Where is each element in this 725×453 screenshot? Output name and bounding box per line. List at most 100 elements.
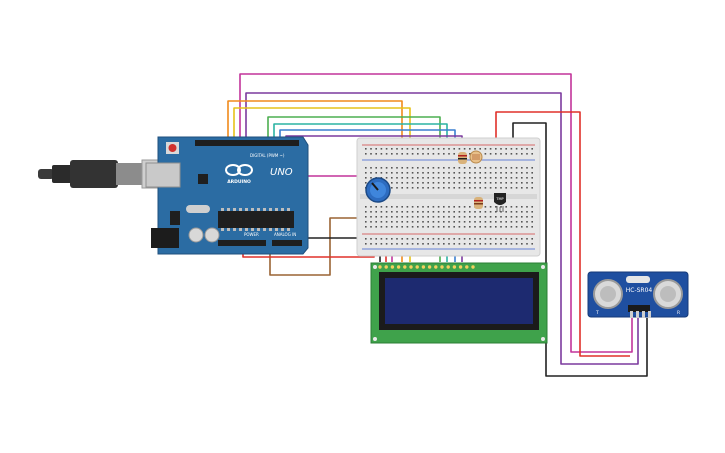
- breadboard-hole: [484, 182, 487, 184]
- breadboard-hole: [489, 206, 492, 208]
- breadboard-hole: [515, 148, 518, 150]
- breadboard-hole: [510, 172, 513, 174]
- breadboard-hole: [417, 238, 419, 240]
- breadboard-hole: [401, 216, 403, 218]
- breadboard-hole: [469, 187, 471, 189]
- breadboard-hole: [448, 226, 450, 228]
- breadboard-hole: [396, 167, 398, 169]
- breadboard-hole: [510, 226, 513, 228]
- breadboard-hole: [458, 216, 461, 218]
- breadboard-hole: [479, 211, 481, 213]
- breadboard-hole: [417, 187, 419, 189]
- breadboard-hole: [417, 182, 419, 184]
- breadboard-hole: [448, 221, 450, 223]
- breadboard-hole: [422, 172, 424, 174]
- breadboard-hole: [365, 177, 367, 179]
- breadboard-hole: [443, 211, 445, 213]
- breadboard-hole: [474, 182, 476, 184]
- breadboard-hole: [396, 187, 398, 189]
- breadboard-hole: [370, 153, 372, 155]
- breadboard-hole: [365, 167, 367, 169]
- breadboard-hole: [515, 226, 518, 228]
- breadboard-hole: [443, 216, 445, 218]
- breadboard-hole: [427, 238, 429, 240]
- breadboard-hole: [453, 206, 455, 208]
- breadboard-hole: [531, 216, 533, 218]
- lcd-pin: [396, 265, 401, 269]
- breadboard-hole: [422, 148, 424, 150]
- breadboard-hole: [375, 167, 377, 169]
- breadboard-hole: [474, 243, 476, 245]
- board-model-label: UNO: [270, 167, 293, 178]
- breadboard-hole: [495, 187, 497, 189]
- breadboard-hole: [526, 206, 528, 208]
- breadboard-hole: [484, 148, 487, 150]
- breadboard-hole: [500, 243, 502, 245]
- breadboard-hole: [526, 211, 528, 213]
- lcd-pin: [427, 265, 432, 269]
- breadboard-hole: [489, 187, 492, 189]
- breadboard-hole: [443, 187, 445, 189]
- breadboard-hole: [406, 243, 409, 245]
- breadboard-hole: [437, 182, 440, 184]
- breadboard-hole: [370, 172, 372, 174]
- breadboard-hole: [401, 182, 403, 184]
- breadboard-hole: [463, 206, 466, 208]
- breadboard-hole: [396, 238, 398, 240]
- breadboard-hole: [417, 172, 419, 174]
- breadboard-hole: [380, 226, 383, 228]
- breadboard-hole: [396, 216, 398, 218]
- breadboard-hole: [495, 211, 497, 213]
- lcd-pin: [409, 265, 413, 269]
- breadboard-hole: [422, 221, 424, 223]
- breadboard-hole: [489, 172, 492, 174]
- breadboard-hole: [406, 226, 409, 228]
- breadboard-hole: [469, 216, 471, 218]
- breadboard-hole: [432, 177, 435, 179]
- ultrasonic-r-mark: R: [677, 310, 680, 316]
- breadboard-hole: [510, 243, 513, 245]
- breadboard-hole: [385, 211, 388, 213]
- lcd-pin: [403, 265, 407, 269]
- breadboard-hole: [495, 182, 497, 184]
- potentiometer[interactable]: [365, 177, 391, 203]
- breadboard-hole: [422, 211, 424, 213]
- breadboard-hole: [453, 216, 455, 218]
- breadboard-hole: [417, 153, 419, 155]
- lcd-pin-header: [378, 265, 475, 269]
- breadboard-hole: [484, 177, 487, 179]
- breadboard-hole: [489, 226, 492, 228]
- breadboard-hole: [427, 167, 429, 169]
- breadboard-hole: [463, 216, 466, 218]
- lcd-screen: [385, 278, 533, 324]
- breadboard-hole: [417, 216, 419, 218]
- breadboard-hole: [385, 216, 388, 218]
- usb-port: [145, 162, 181, 188]
- breadboard-hole: [401, 243, 403, 245]
- breadboard-hole: [521, 187, 523, 189]
- breadboard-hole: [500, 206, 502, 208]
- breadboard-hole: [401, 187, 403, 189]
- breadboard-hole: [453, 243, 455, 245]
- breadboard-hole: [484, 167, 487, 169]
- breadboard-hole: [458, 243, 461, 245]
- breadboard-hole: [406, 177, 409, 179]
- breadboard-hole: [365, 148, 367, 150]
- breadboard-hole: [417, 206, 419, 208]
- breadboard-hole: [453, 182, 455, 184]
- breadboard-hole: [474, 148, 476, 150]
- breadboard-hole: [521, 221, 523, 223]
- analog-header: [272, 240, 302, 246]
- breadboard-hole: [443, 206, 445, 208]
- breadboard-hole: [443, 177, 445, 179]
- breadboard-hole: [443, 153, 445, 155]
- breadboard-hole: [380, 206, 383, 208]
- breadboard-hole: [484, 172, 487, 174]
- breadboard-hole: [432, 187, 435, 189]
- breadboard-hole: [365, 221, 367, 223]
- breadboard-hole: [391, 172, 393, 174]
- breadboard-hole: [406, 211, 409, 213]
- breadboard-hole: [469, 211, 471, 213]
- breadboard-hole: [391, 211, 393, 213]
- breadboard-hole: [385, 238, 388, 240]
